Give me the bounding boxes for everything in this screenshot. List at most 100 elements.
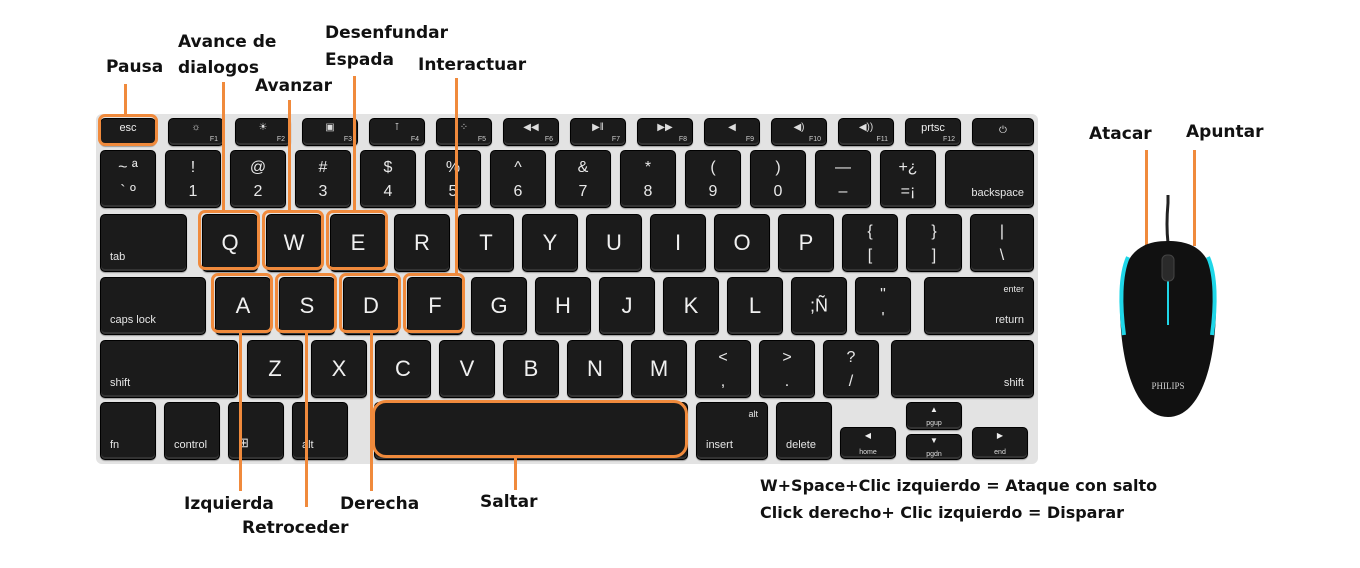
key-comma-label: , <box>720 373 726 390</box>
key-esc[interactable]: esc <box>100 118 156 146</box>
key-bracket-right[interactable]: } ] <box>906 214 962 272</box>
key-3[interactable]: # 3 <box>295 150 351 208</box>
key-n-label: N <box>587 356 603 381</box>
key-9[interactable]: ( 9 <box>685 150 741 208</box>
key-comma[interactable]: < , <box>695 340 751 398</box>
key-period-top: > <box>782 349 792 366</box>
key-shift-left[interactable]: shift <box>100 340 238 398</box>
key-j[interactable]: J <box>599 277 655 335</box>
key-z[interactable]: Z <box>247 340 303 398</box>
mute-icon: ◀ <box>728 122 736 133</box>
key-windows[interactable]: ⊞ <box>228 402 284 460</box>
combo-note-1: W+Space+Clic izquierdo = Ataque con salt… <box>760 476 1158 495</box>
key-y[interactable]: Y <box>522 214 578 272</box>
key-v[interactable]: V <box>439 340 495 398</box>
key-t[interactable]: T <box>458 214 514 272</box>
key-i[interactable]: I <box>650 214 706 272</box>
key-4[interactable]: $ 4 <box>360 150 416 208</box>
key-f1[interactable]: ☼ F1 <box>168 118 224 146</box>
connector-izquierda <box>239 333 242 491</box>
key-power[interactable]: ⏻ <box>972 118 1034 146</box>
key-pgdn[interactable]: ▼ pgdn <box>906 434 962 460</box>
key-enter[interactable]: enter return <box>924 277 1034 335</box>
key-w-label: W <box>283 230 305 255</box>
key-2[interactable]: @ 2 <box>230 150 286 208</box>
key-pgup[interactable]: ▲ pgup <box>906 402 962 430</box>
volume-up-icon: ◀)) <box>858 122 874 133</box>
key-d[interactable]: D <box>343 277 399 335</box>
key-k[interactable]: K <box>663 277 719 335</box>
key-alt-right[interactable]: alt insert <box>696 402 768 460</box>
connector-saltar <box>514 458 517 490</box>
key-grave-label: ` º <box>120 183 136 200</box>
key-quote-top: " <box>880 286 886 303</box>
key-e[interactable]: E <box>330 214 386 272</box>
key-x[interactable]: X <box>311 340 367 398</box>
key-n[interactable]: N <box>567 340 623 398</box>
key-c[interactable]: C <box>375 340 431 398</box>
key-delete[interactable]: delete <box>776 402 832 460</box>
key-f4[interactable]: ⊺ F4 <box>369 118 425 146</box>
key-f11[interactable]: ◀)) F11 <box>838 118 894 146</box>
key-f8[interactable]: ▶▶ F8 <box>637 118 693 146</box>
key-minus[interactable]: — – <box>815 150 871 208</box>
key-quote[interactable]: " ' <box>855 277 911 335</box>
key-equals[interactable]: +¿ =¡ <box>880 150 936 208</box>
key-f12[interactable]: prtsc F12 <box>905 118 961 146</box>
key-a[interactable]: A <box>215 277 271 335</box>
key-6[interactable]: ^ 6 <box>490 150 546 208</box>
key-f[interactable]: F <box>407 277 463 335</box>
key-f7-label: F7 <box>611 136 620 143</box>
key-end[interactable]: ▶ end <box>972 427 1028 459</box>
key-pgdn-label: pgdn <box>926 451 942 458</box>
key-f3[interactable]: ▣ F3 <box>302 118 358 146</box>
key-backtick[interactable]: ~ ª ` º <box>100 150 156 208</box>
key-f10[interactable]: ◀) F10 <box>771 118 827 146</box>
key-o[interactable]: O <box>714 214 770 272</box>
key-g[interactable]: G <box>471 277 527 335</box>
key-f5[interactable]: ⁘ F5 <box>436 118 492 146</box>
connector-avanzar <box>288 100 291 210</box>
key-f9[interactable]: ◀ F9 <box>704 118 760 146</box>
key-slash[interactable]: ? / <box>823 340 879 398</box>
label-avance-line1: Avance de <box>178 32 277 52</box>
key-l[interactable]: L <box>727 277 783 335</box>
key-backspace[interactable]: backspace <box>945 150 1034 208</box>
key-8-top: * <box>644 159 652 176</box>
key-7-top: & <box>577 159 589 176</box>
key-m[interactable]: M <box>631 340 687 398</box>
key-semicolon[interactable]: ;Ñ <box>791 277 847 335</box>
highlight-w <box>262 210 324 270</box>
key-alt-left[interactable]: alt <box>292 402 348 460</box>
key-8[interactable]: * 8 <box>620 150 676 208</box>
key-u[interactable]: U <box>586 214 642 272</box>
key-tab[interactable]: tab <box>100 214 187 272</box>
key-f6[interactable]: ◀◀ F6 <box>503 118 559 146</box>
key-home[interactable]: ◀ home <box>840 427 896 459</box>
key-0[interactable]: ) 0 <box>750 150 806 208</box>
key-space[interactable] <box>374 402 688 460</box>
key-7[interactable]: & 7 <box>555 150 611 208</box>
mouse-cable <box>1165 195 1170 244</box>
key-1[interactable]: ! 1 <box>165 150 221 208</box>
key-capslock[interactable]: caps lock <box>100 277 206 335</box>
key-5[interactable]: % 5 <box>425 150 481 208</box>
key-b[interactable]: B <box>503 340 559 398</box>
key-bracket-left[interactable]: { [ <box>842 214 898 272</box>
key-shift-left-label: shift <box>110 377 131 389</box>
key-fn[interactable]: fn <box>100 402 156 460</box>
key-r[interactable]: R <box>394 214 450 272</box>
key-f2[interactable]: ☀ F2 <box>235 118 291 146</box>
key-control-label: control <box>174 439 208 451</box>
key-f7[interactable]: ▶‖ F7 <box>570 118 626 146</box>
key-shift-right[interactable]: shift <box>891 340 1034 398</box>
key-period[interactable]: > . <box>759 340 815 398</box>
key-l-label: L <box>748 293 762 318</box>
key-q[interactable]: Q <box>202 214 258 272</box>
key-h[interactable]: H <box>535 277 591 335</box>
key-return-label: return <box>995 314 1024 326</box>
key-control[interactable]: control <box>164 402 220 460</box>
key-prtsc-label: prtsc <box>921 122 945 134</box>
key-p[interactable]: P <box>778 214 834 272</box>
key-backslash[interactable]: | \ <box>970 214 1034 272</box>
